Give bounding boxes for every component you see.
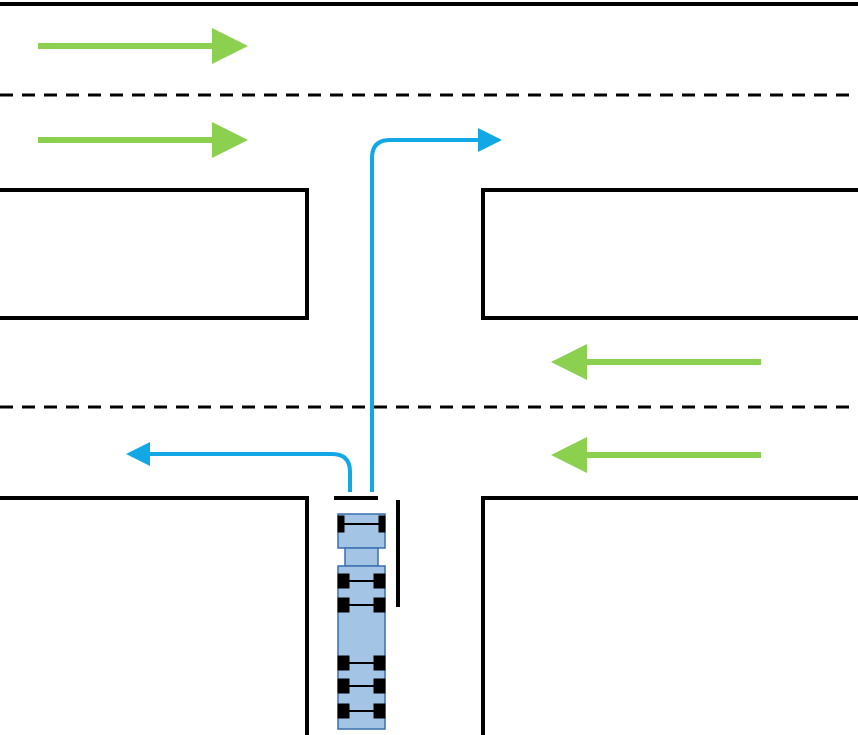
straight-then-right-turn-path xyxy=(370,128,502,492)
stop-markings xyxy=(334,496,400,607)
left-turn-path xyxy=(126,442,352,492)
wheel-axles xyxy=(337,515,386,719)
truck-trailer xyxy=(337,565,386,730)
median-block-right xyxy=(481,188,858,320)
truck-icon xyxy=(337,513,386,730)
truck-cab xyxy=(337,513,386,549)
bottom-right-curb xyxy=(481,496,858,735)
lane-dividers xyxy=(0,93,858,409)
truck-hitch xyxy=(344,547,379,567)
bottom-left-curb xyxy=(0,496,309,735)
median-block-left xyxy=(0,188,309,320)
maneuver-paths xyxy=(126,128,502,492)
traffic-flow-arrows xyxy=(38,28,761,473)
